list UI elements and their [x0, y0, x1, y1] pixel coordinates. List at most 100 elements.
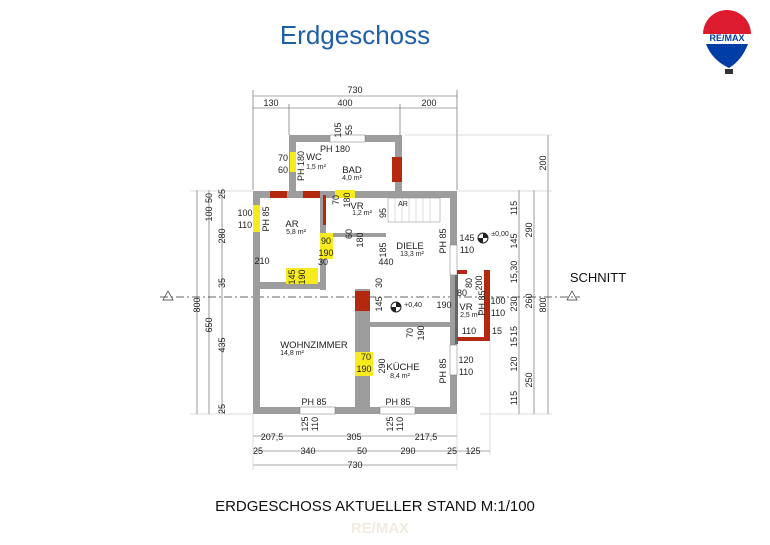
- stair-label: AR: [398, 201, 408, 208]
- opening-dim: 110: [310, 417, 320, 431]
- opening-dim: 190: [436, 300, 451, 310]
- room-wohnzimmer-area: 14,8 m²: [280, 350, 304, 357]
- level-living: +0,40: [404, 302, 422, 309]
- dim-right: 15: [509, 337, 519, 347]
- opening-dim: PH 85: [438, 228, 448, 253]
- room-ar-area: 5,8 m²: [286, 229, 307, 236]
- dim-left: 35: [217, 278, 227, 288]
- opening-dim: 440: [378, 257, 393, 267]
- opening-dim: 100: [237, 208, 252, 218]
- opening-dim: 185: [378, 242, 388, 257]
- svg-text:RE/MAX: RE/MAX: [709, 33, 744, 43]
- room-bad-name: BAD: [342, 165, 362, 176]
- opening-dim: PH 85: [261, 206, 271, 231]
- opening-dim: 110: [238, 220, 252, 230]
- room-kueche-area: 8,4 m²: [390, 373, 411, 380]
- dim-right: 15,30: [509, 261, 519, 284]
- dim-bottom: 25: [253, 446, 263, 456]
- staircase: [387, 197, 441, 223]
- opening-dim: 110: [459, 367, 473, 377]
- dim-left: 435: [217, 337, 227, 352]
- opening-dim: 105: [333, 122, 343, 137]
- dim-bottom: 290: [400, 446, 415, 456]
- opening-dim: 125: [300, 416, 310, 431]
- opening-dim: 190: [416, 325, 426, 340]
- room-vr2-area: 2,5 m²: [460, 312, 481, 319]
- opening-dim: 145: [374, 296, 384, 311]
- dim-left: 800: [192, 297, 202, 312]
- plan-caption: ERDGESCHOSS AKTUELLER STAND M:1/100: [215, 498, 535, 515]
- opening-dim: 110: [395, 417, 405, 431]
- opening-dim: 15: [492, 326, 502, 336]
- opening-dim: 60: [278, 165, 288, 175]
- dim-bottom: 25: [447, 446, 457, 456]
- opening-dim: 290: [377, 358, 387, 373]
- opening-dim: PH 85: [438, 358, 448, 383]
- opening-dim: 55: [344, 125, 354, 135]
- dim-right: 250: [524, 372, 534, 387]
- room-vr1-name: VR: [350, 201, 363, 212]
- dim-top-1: 130: [263, 98, 278, 108]
- opening-dim: 90: [321, 236, 331, 246]
- dim-bottom: 217,5: [415, 432, 438, 442]
- level-marker-entry: [477, 232, 489, 244]
- page-title: Erdgeschoss: [279, 20, 431, 50]
- dim-bottom: 207,5: [261, 432, 284, 442]
- opening-dim: 145: [287, 269, 297, 284]
- opening-dim: 180: [355, 232, 365, 247]
- dim-left: 100: [204, 206, 214, 221]
- opening-dim: 80: [457, 288, 467, 298]
- opening-dim: 70: [361, 352, 371, 362]
- opening-dim: 70: [278, 153, 288, 163]
- dim-left: 650: [204, 317, 214, 332]
- dim-top-total: 730: [347, 85, 362, 95]
- opening-dim: 110: [462, 326, 476, 336]
- dim-bottom: 305: [346, 432, 361, 442]
- dim-left: 50: [204, 193, 214, 203]
- room-bad-area: 4,0 m²: [342, 175, 363, 182]
- dimension-lines: [190, 90, 552, 470]
- opening-dim: 110: [491, 308, 505, 318]
- dim-right: 15: [509, 326, 519, 336]
- opening-dim: 70: [331, 195, 341, 205]
- opening-dim: 145: [459, 233, 474, 243]
- room-ar-name: AR: [285, 219, 298, 230]
- opening-dim: 200: [474, 275, 484, 290]
- opening-dim: 70: [405, 328, 415, 338]
- section-label: SCHNITT: [570, 270, 626, 285]
- dim-right: 230: [509, 296, 519, 311]
- room-wc-area: 1,5 m²: [306, 164, 327, 171]
- room-vr1-area: 1,2 m²: [352, 210, 373, 217]
- dim-bottom: 50: [357, 446, 367, 456]
- room-wc-name: WC: [306, 152, 322, 163]
- dim-right: 290: [524, 222, 534, 237]
- new-walls-red: [270, 157, 490, 341]
- room-wohnzimmer-name: WOHNZIMMER: [280, 340, 348, 351]
- changed-openings-yellow: [253, 152, 373, 376]
- watermark: RE/MAX: [350, 520, 410, 537]
- opening-dim: 60: [344, 229, 354, 239]
- opening-dim: 125: [385, 416, 395, 431]
- opening-dim: 30: [318, 257, 328, 267]
- room-diele-name: DIELE: [396, 241, 423, 252]
- opening-dim: 95: [378, 208, 388, 218]
- dim-right: 115: [509, 391, 519, 405]
- opening-dim: 180: [342, 192, 352, 207]
- dim-left: 25: [217, 189, 227, 199]
- room-diele-area: 13,3 m²: [400, 251, 424, 258]
- dim-right: 200: [538, 155, 548, 170]
- room-vr2-name: VR: [459, 302, 472, 313]
- dim-right: 145: [509, 233, 519, 248]
- dim-right: 260: [524, 293, 534, 308]
- dim-bottom: 340: [300, 446, 315, 456]
- remax-balloon-logo: RE/MAX: [702, 10, 752, 74]
- opening-dim: 100: [490, 296, 505, 306]
- level-entry: ±0,00: [491, 231, 509, 238]
- room-kueche-name: KÜCHE: [386, 362, 419, 373]
- opening-dim: 190: [297, 269, 307, 284]
- opening-dim: PH 180: [296, 151, 306, 181]
- opening-dim: 110: [460, 245, 474, 255]
- opening-dim: PH 85: [301, 397, 326, 407]
- dim-right: 120: [509, 356, 519, 371]
